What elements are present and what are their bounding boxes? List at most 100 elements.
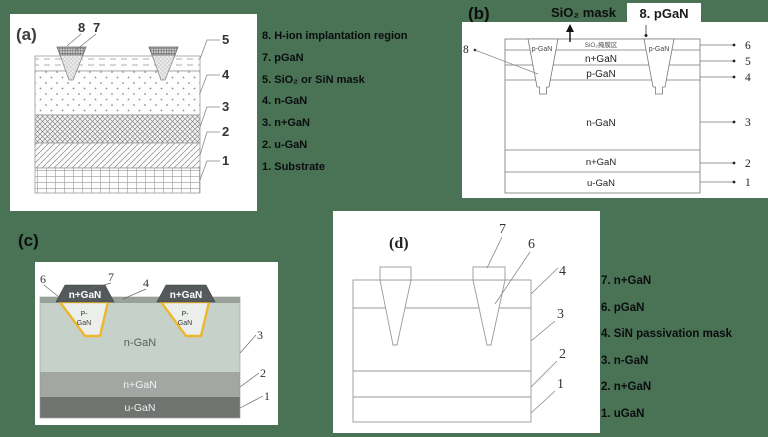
nplus-label: n+GaN [123, 379, 157, 391]
leader-line [199, 39, 220, 60]
callout-number-5: 5 [222, 32, 229, 47]
leader-dot [732, 120, 736, 124]
ngan-label: n-GaN [586, 118, 615, 129]
leader-line [199, 160, 220, 181]
legend-item: 4. n-GaN [262, 95, 308, 108]
panel-c-tag: (c) [18, 231, 39, 250]
callout-number-4: 4 [222, 67, 230, 82]
ngan-label: n-GaN [124, 337, 156, 349]
callout-number-7: 7 [93, 20, 100, 35]
layer-substrate [34, 167, 201, 194]
legend-item: 3. n-GaN [601, 354, 649, 367]
cap-label: n+GaN [170, 290, 203, 301]
panel-a-tag: (a) [16, 25, 37, 44]
callouts-top-a: 8 7 [66, 20, 100, 51]
trench-label-line2: GaN [77, 320, 91, 327]
leader-line [530, 360, 558, 388]
callout-number-4: 4 [143, 276, 149, 290]
callout-number-4: 4 [745, 72, 751, 84]
leader-line [494, 251, 531, 305]
sin-passivation-strip [40, 297, 240, 303]
panel-b-tag: (b) [468, 4, 490, 23]
leader-line [486, 236, 503, 269]
leader-dot [732, 161, 736, 165]
device-outline [39, 296, 241, 419]
legend-item: 1. uGaN [601, 407, 645, 420]
nplus-cap-left [379, 266, 412, 281]
callout-number-3: 3 [257, 328, 263, 342]
sio2-mask-callout: SiO₂ mask [551, 5, 617, 20]
leader-line [530, 390, 556, 414]
trench-label-line1: P- [81, 311, 89, 318]
trench-label-line2: GaN [178, 320, 192, 327]
callouts-d: 7 6 4 3 2 1 [486, 222, 566, 414]
leader-dot [644, 34, 648, 37]
callout-number-3: 3 [222, 99, 229, 114]
callouts-right-a: 5 4 3 2 1 [199, 32, 230, 181]
diagram-c: n+GaN P- GaN n+GaN P- GaN n-GaN n+GaN u-… [39, 270, 270, 419]
arrow-head-up-icon [566, 24, 574, 32]
panel-c: n+GaN P- GaN n+GaN P- GaN n-GaN n+GaN u-… [35, 262, 278, 425]
leader-line [474, 49, 539, 75]
layer-n-gan [34, 70, 201, 116]
trench-label-line1: P- [182, 311, 190, 318]
diagram-d: (d) 7 6 4 3 2 1 [352, 222, 566, 423]
callouts-c: 6 7 4 3 2 1 [40, 270, 270, 409]
legend-item: 2. u-GaN [262, 138, 308, 151]
pgan-trench-right [643, 38, 675, 95]
legend-item: 4. SiN passivation mask [601, 328, 733, 340]
leader-line [199, 131, 220, 156]
callout-number-8: 8 [78, 20, 85, 35]
layer-sio2-mask [34, 55, 201, 72]
callout-number-3: 3 [745, 117, 751, 129]
leader-line [239, 395, 264, 409]
panel-b: SiO₂掩膜区 n+GaN p-GaN n-GaN n+GaN u-GaN p-… [462, 22, 768, 198]
layer-stack-c [39, 296, 241, 419]
leader-dot [732, 180, 736, 184]
callout-number-1: 1 [745, 177, 751, 189]
callout-left-b: 8 [463, 44, 539, 75]
leader-line [239, 334, 257, 354]
nplus-label: n+GaN [586, 157, 617, 168]
callout-number-6: 6 [40, 272, 46, 286]
callout-number-6: 6 [745, 40, 751, 52]
leader-line [530, 267, 559, 295]
panel-a: (a) 8 7 5 [10, 14, 257, 211]
nplus-cap [55, 284, 115, 303]
legend-a: 8. H-ion implantation region 7. pGaN 5. … [262, 26, 407, 179]
implant-right [148, 46, 179, 81]
leader-line [66, 33, 82, 47]
legend-item: 8. H-ion implantation region [262, 30, 408, 42]
trench-label-right: p-GaN [649, 46, 670, 53]
legend-item: 7. pGaN [262, 51, 304, 64]
h-ion-implant-cap [148, 46, 179, 56]
structure-d [352, 266, 532, 423]
callout-number-2: 2 [260, 366, 266, 380]
pgan-trench-left [527, 38, 559, 95]
leader-line [122, 288, 147, 300]
callout-number-2: 2 [559, 347, 566, 362]
leader-line [199, 74, 220, 94]
legend-item: 1. Substrate [262, 160, 325, 173]
layer-u-gan [40, 397, 240, 418]
callout-number-3: 3 [557, 307, 564, 322]
nplus-cap [156, 284, 216, 303]
sio2-strip-label: SiO₂掩膜区 [585, 40, 618, 49]
leader-line [239, 372, 260, 388]
leader-line [199, 106, 220, 128]
callout-number-7: 7 [499, 222, 506, 237]
gate-left: n+GaN P- GaN [55, 284, 115, 338]
nplus-top-label: n+GaN [585, 54, 617, 65]
ugan-label: u-GaN [125, 402, 156, 414]
leader-line [530, 320, 556, 342]
cap-label: n+GaN [69, 290, 102, 301]
callouts-right-b: 6 5 4 3 2 1 [700, 40, 751, 189]
layer-nplus-gan [34, 114, 201, 144]
ugan-label: u-GaN [587, 178, 615, 189]
layer-u-gan [34, 142, 201, 169]
panel-d: (d) 7 6 4 3 2 1 [333, 211, 600, 433]
legend-item: 2. n+GaN [601, 381, 652, 393]
trench-label-left: p-GaN [532, 46, 553, 53]
legend-item: 7. n+GaN [601, 275, 652, 287]
callout-number-5: 5 [745, 56, 751, 68]
